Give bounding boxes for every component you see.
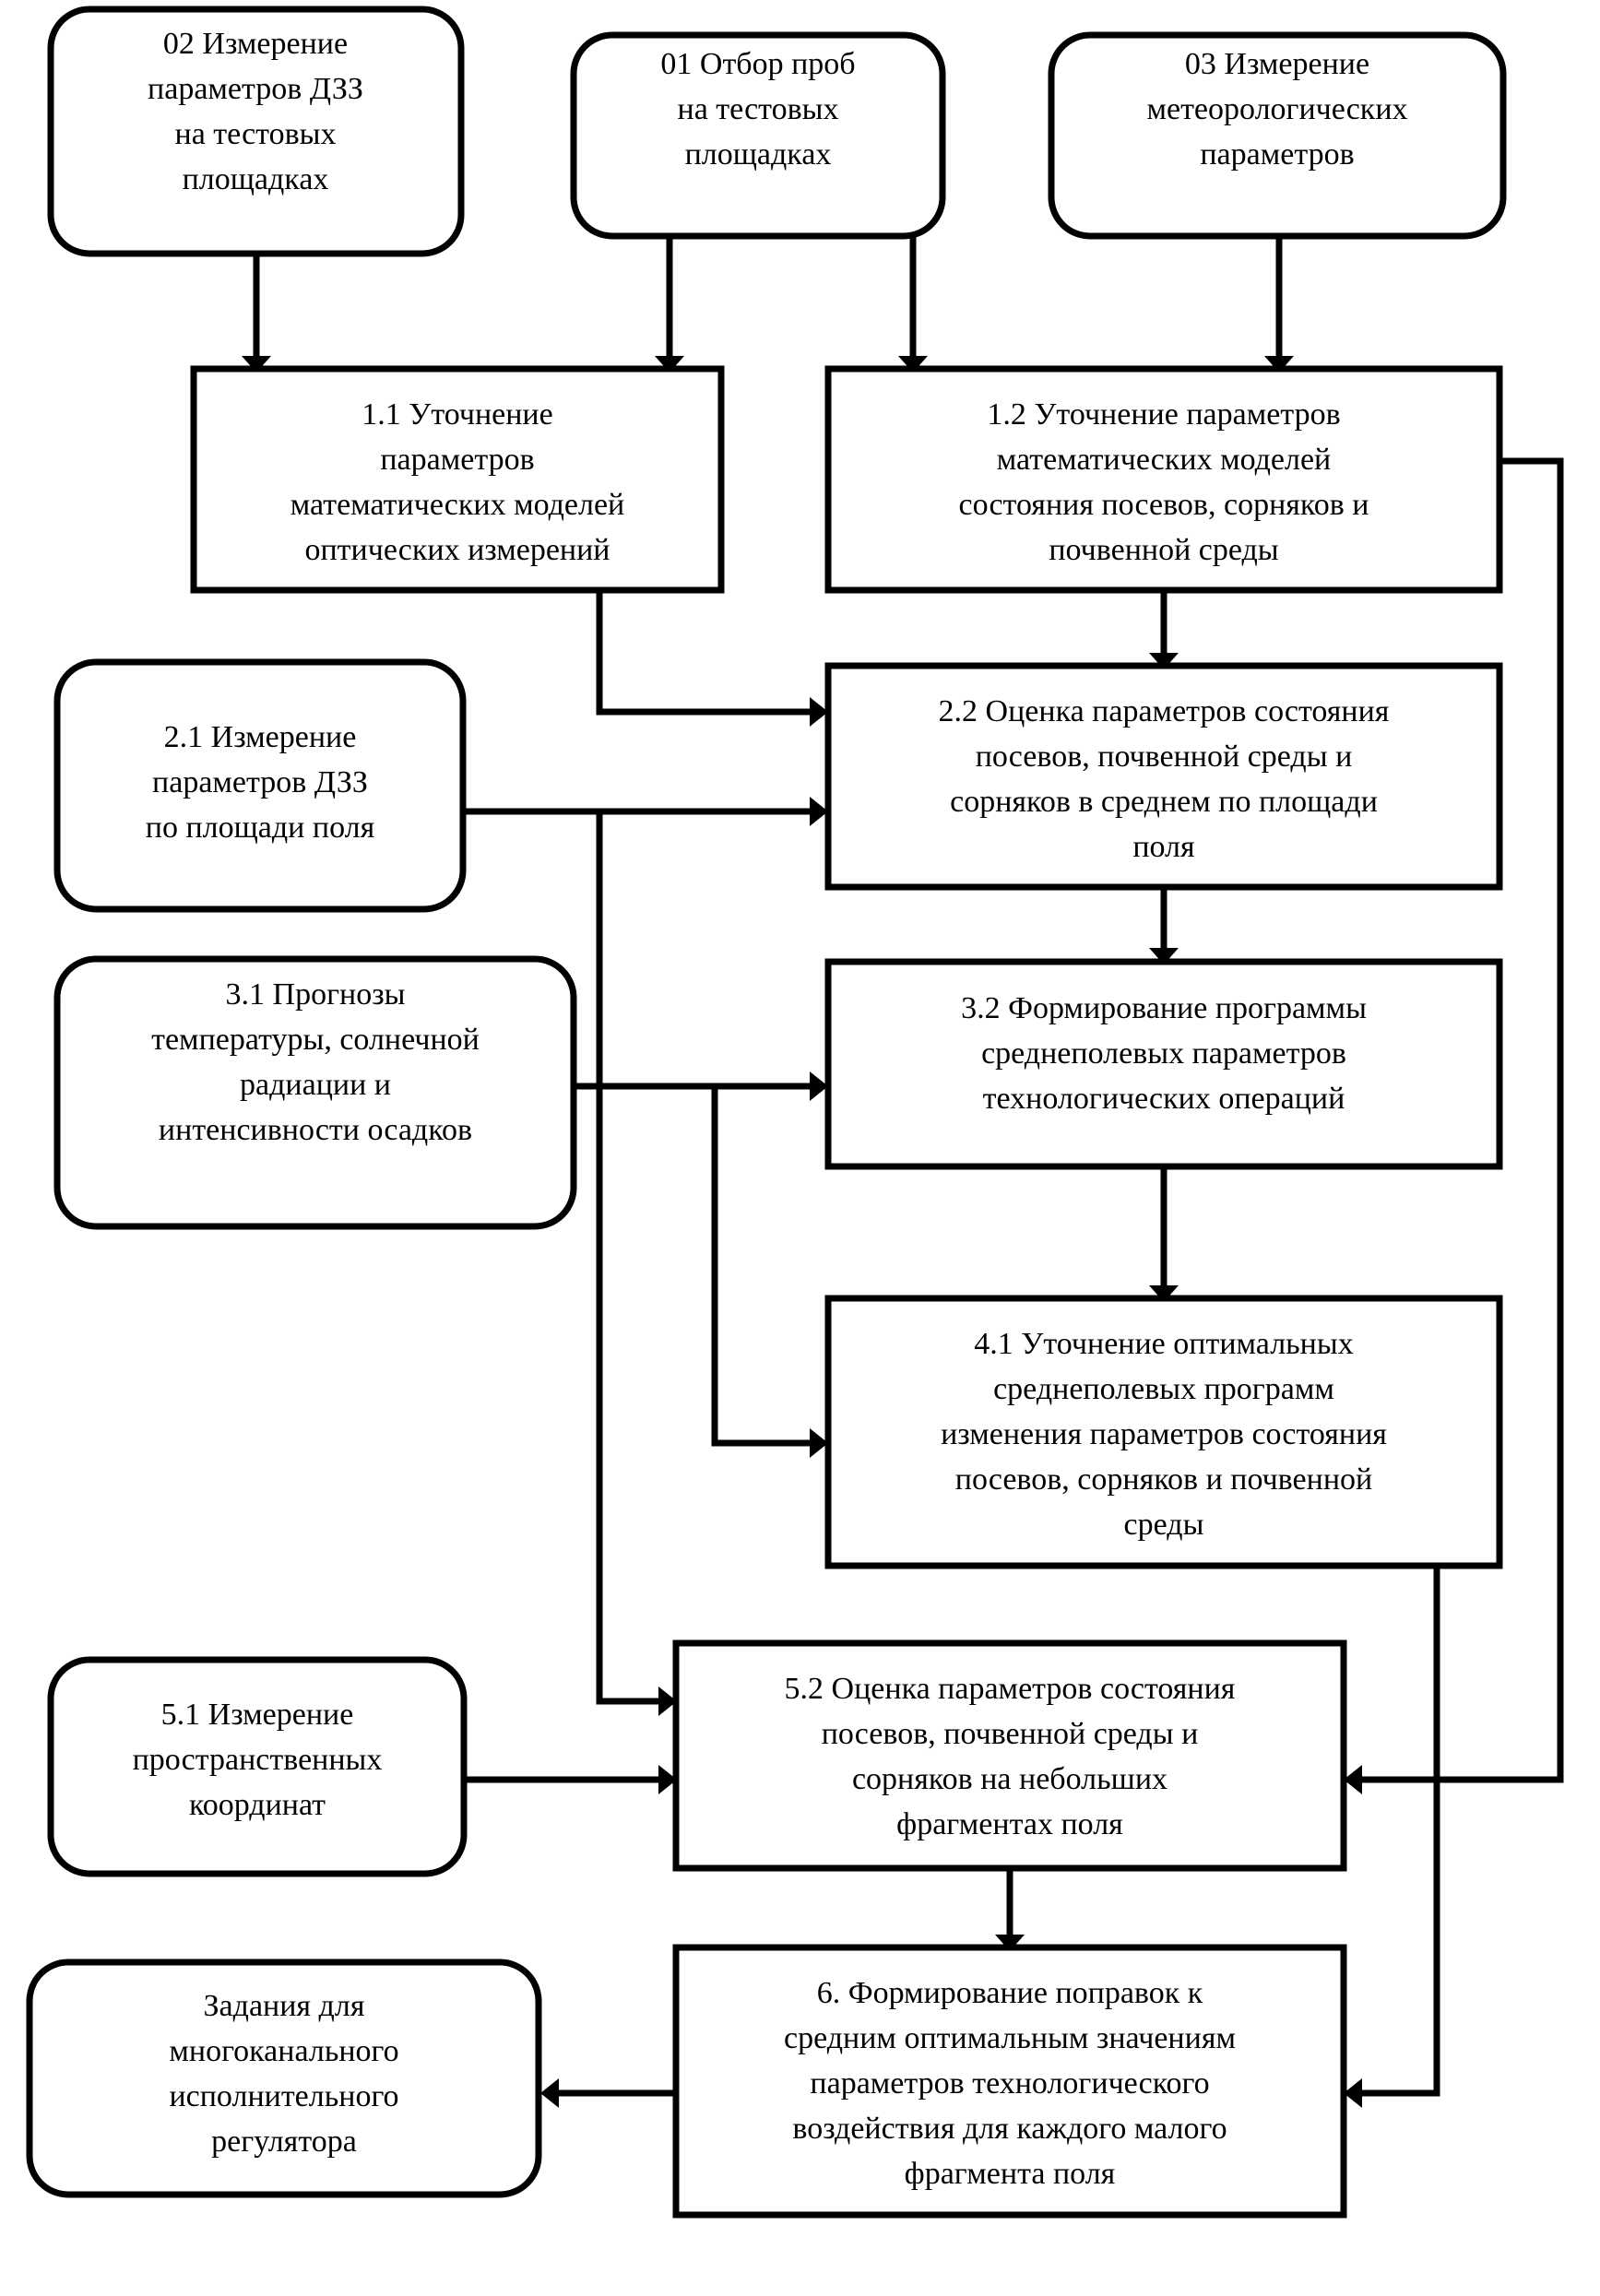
node-output-line-4: регулятора: [211, 2124, 357, 2159]
arrowhead-22-to-32: [1149, 948, 1179, 965]
node-6-line-3: параметров технологического: [810, 2066, 1209, 2101]
node-4-1-line-5: среды: [1124, 1508, 1204, 1542]
edge-11-to-22: [596, 590, 812, 716]
node-3-2-average-field-program[interactable]: 3.2 Формирование программы среднеполевых…: [824, 958, 1503, 1170]
node-3-1-line-2: температуры, солнечной: [151, 1023, 480, 1057]
arrowhead-21-to-22: [810, 797, 828, 826]
arrowhead-32-to-41: [1149, 1285, 1179, 1302]
arrowhead-03-to-12: [1264, 356, 1294, 373]
edge-41-to-6: [1360, 1780, 1440, 2097]
node-6-line-1: 6. Формирование поправок к: [817, 1976, 1203, 2010]
node-4-1-optimal-program-refinement[interactable]: 4.1 Уточнение оптимальных среднеполевых …: [824, 1295, 1503, 1569]
node-2-1-line-2: параметров ДЗЗ: [152, 765, 368, 799]
node-6-correction-formation[interactable]: 6. Формирование поправок к средним оптим…: [672, 1944, 1347, 2219]
arrowhead-52-to-6: [995, 1935, 1025, 1951]
node-2-1-line-3: по площади поля: [146, 811, 375, 845]
node-03-line-2: метеорологических: [1146, 92, 1407, 126]
node-1-2-crop-soil-model-refinement[interactable]: 1.2 Уточнение параметров математических …: [824, 365, 1503, 594]
node-5-2-small-fragment-estimation[interactable]: 5.2 Оценка параметров состояния посевов,…: [672, 1639, 1347, 1872]
node-02-line-3: на тестовых: [175, 117, 337, 151]
node-1-1-line-1: 1.1 Уточнение: [361, 397, 552, 432]
node-02-line-2: параметров ДЗЗ: [148, 72, 363, 106]
node-5-1-line-3: координат: [189, 1788, 326, 1822]
node-1-1-line-2: параметров: [380, 443, 534, 477]
node-6-line-2: средним оптимальным значениям: [784, 2021, 1236, 2055]
node-5-2-line-3: сорняков на небольших: [852, 1762, 1167, 1796]
node-01-line-3: площадках: [685, 137, 832, 172]
node-01-line-2: на тестовых: [678, 92, 839, 126]
node-3-1-line-3: радиации и: [240, 1068, 391, 1102]
node-3-2-line-2: среднеполевых параметров: [981, 1036, 1346, 1071]
arrowhead-12-to-52: [1344, 1765, 1362, 1794]
node-2-1-dzz-field-area[interactable]: 2.1 Измерение параметров ДЗЗ по площади …: [53, 658, 467, 913]
arrowhead-41-to-6: [1344, 2078, 1362, 2108]
node-02-line-1: 02 Измерение: [163, 27, 348, 61]
node-3-2-line-1: 3.2 Формирование программы: [961, 991, 1367, 1025]
node-2-2-line-2: посевов, почвенной среды и: [976, 740, 1353, 774]
node-3-2-line-3: технологических операций: [983, 1082, 1345, 1116]
node-03-line-3: параметров: [1200, 137, 1354, 172]
node-output-line-1: Задания для: [204, 1989, 365, 2023]
node-output-line-3: исполнительного: [169, 2079, 398, 2113]
node-3-1-weather-forecasts[interactable]: 3.1 Прогнозы температуры, солнечной ради…: [53, 955, 577, 1230]
node-3-1-line-1: 3.1 Прогнозы: [226, 977, 406, 1012]
arrowhead-31-to-32: [810, 1071, 828, 1101]
node-output-controller-tasks[interactable]: Задания для многоканального исполнительн…: [26, 1959, 542, 2198]
node-5-1-line-1: 5.1 Измерение: [161, 1698, 354, 1732]
node-5-1-spatial-coordinates[interactable]: 5.1 Измерение пространственных координат: [47, 1656, 468, 1877]
node-4-1-line-1: 4.1 Уточнение оптимальных: [974, 1327, 1353, 1361]
edge-12-to-52: [1360, 457, 1564, 1783]
node-03-meteo-measurement[interactable]: 03 Измерение метеорологических параметро…: [1048, 31, 1507, 240]
node-01-sampling-test-plots[interactable]: 01 Отбор проб на тестовых площадках: [570, 31, 946, 240]
node-03-line-1: 03 Измерение: [1185, 47, 1369, 81]
connector-layer: [242, 236, 1564, 2108]
node-02-dzz-test-plots[interactable]: 02 Измерение параметров ДЗЗ на тестовых …: [47, 6, 465, 257]
node-01-line-1: 01 Отбор проб: [660, 47, 855, 81]
arrowhead-21-to-52: [658, 1686, 677, 1716]
node-output-line-2: многоканального: [169, 2034, 398, 2068]
node-1-2-line-2: математических моделей: [997, 443, 1332, 477]
node-1-1-optical-model-refinement[interactable]: 1.1 Уточнение параметров математических …: [190, 365, 725, 594]
arrowhead-51-to-52: [658, 1765, 677, 1794]
node-1-2-line-1: 1.2 Уточнение параметров: [987, 397, 1340, 432]
arrowhead-02-to-11: [242, 356, 271, 373]
node-2-2-field-average-estimation[interactable]: 2.2 Оценка параметров состояния посевов,…: [824, 662, 1503, 891]
node-6-line-5: фрагмента поля: [905, 2157, 1116, 2191]
arrowhead-31-to-41: [810, 1428, 828, 1458]
arrowhead-01-to-11: [655, 356, 684, 373]
node-5-2-line-4: фрагментах поля: [896, 1807, 1123, 1841]
node-2-2-line-4: поля: [1132, 830, 1195, 864]
node-4-1-line-3: изменения параметров состояния: [941, 1417, 1387, 1451]
arrowhead-6-to-output: [540, 2078, 559, 2108]
edge-31-to-41: [711, 1086, 812, 1447]
node-5-2-line-1: 5.2 Оценка параметров состояния: [785, 1672, 1236, 1706]
node-5-2-line-2: посевов, почвенной среды и: [822, 1717, 1199, 1751]
arrowhead-01-to-12: [898, 356, 928, 373]
node-1-2-line-3: состояния посевов, сорняков и: [959, 488, 1369, 522]
node-02-line-4: площадках: [183, 162, 329, 196]
arrowhead-12-to-22: [1149, 653, 1179, 669]
node-1-2-line-4: почвенной среды: [1049, 533, 1278, 567]
node-2-2-line-3: сорняков в среднем по площади: [950, 785, 1378, 819]
node-3-1-line-4: интенсивности осадков: [159, 1113, 472, 1147]
edge-21-to-52: [596, 811, 660, 1705]
node-4-1-line-2: среднеполевых программ: [993, 1372, 1334, 1406]
node-1-1-line-3: математических моделей: [290, 488, 625, 522]
node-4-1-line-4: посевов, сорняков и почвенной: [955, 1462, 1372, 1497]
node-6-line-4: воздействия для каждого малого: [792, 2112, 1227, 2146]
arrowhead-11-to-22: [810, 697, 828, 727]
node-2-2-line-1: 2.2 Оценка параметров состояния: [939, 694, 1390, 728]
node-2-1-line-1: 2.1 Измерение: [164, 720, 357, 754]
node-5-1-line-2: пространственных: [133, 1743, 383, 1777]
node-1-1-line-4: оптических измерений: [304, 533, 610, 567]
